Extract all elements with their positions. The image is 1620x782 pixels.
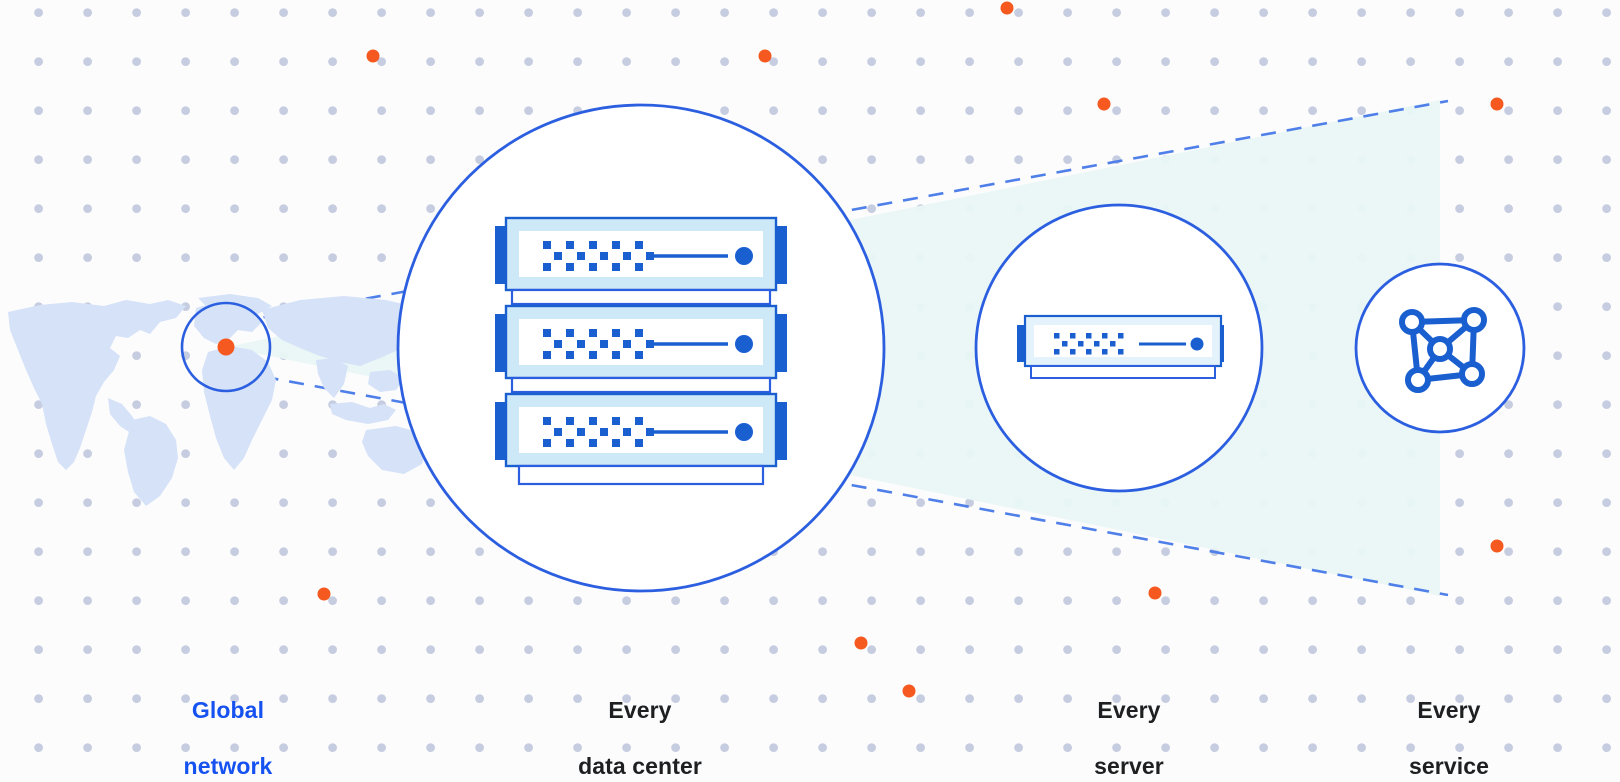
label-every-data-center-line2: data center: [578, 753, 702, 780]
map-focus-circle: [180, 301, 272, 393]
label-every-data-center[interactable]: Every data center: [520, 668, 760, 782]
rack-unit-3: [495, 392, 787, 486]
label-every-service-line1: Every: [1417, 697, 1481, 724]
single-server-status-light: [1190, 337, 1204, 351]
rack-unit-1: [495, 216, 787, 306]
label-global-network-line2: network: [183, 753, 273, 780]
rack-unit-3-status-light: [735, 423, 753, 441]
single-server-icon: [1017, 314, 1224, 379]
label-every-server-line1: Every: [1097, 697, 1161, 724]
rack-unit-2-status-light: [735, 335, 753, 353]
label-every-service-line2: service: [1409, 753, 1489, 780]
zoom-guide-lines: [237, 99, 1449, 597]
rack-unit-2: [495, 304, 787, 394]
rack-unit-1-status-light: [735, 247, 753, 265]
network-mesh-icon: [1399, 307, 1487, 393]
label-every-server-line2: server: [1094, 753, 1164, 780]
server-rack-icon: [495, 216, 787, 486]
label-global-network[interactable]: Global network: [128, 668, 328, 782]
label-every-service[interactable]: Every service: [1349, 668, 1549, 782]
single-server-led-dots: [1054, 333, 1124, 355]
label-every-server[interactable]: Every server: [1029, 668, 1229, 782]
label-global-network-line1: Global: [191, 697, 265, 724]
label-every-data-center-line1: Every: [608, 697, 672, 724]
mesh-nodes: [1399, 307, 1487, 393]
accent-dots: [317, 1, 1504, 698]
map-location-pin: [217, 338, 235, 356]
